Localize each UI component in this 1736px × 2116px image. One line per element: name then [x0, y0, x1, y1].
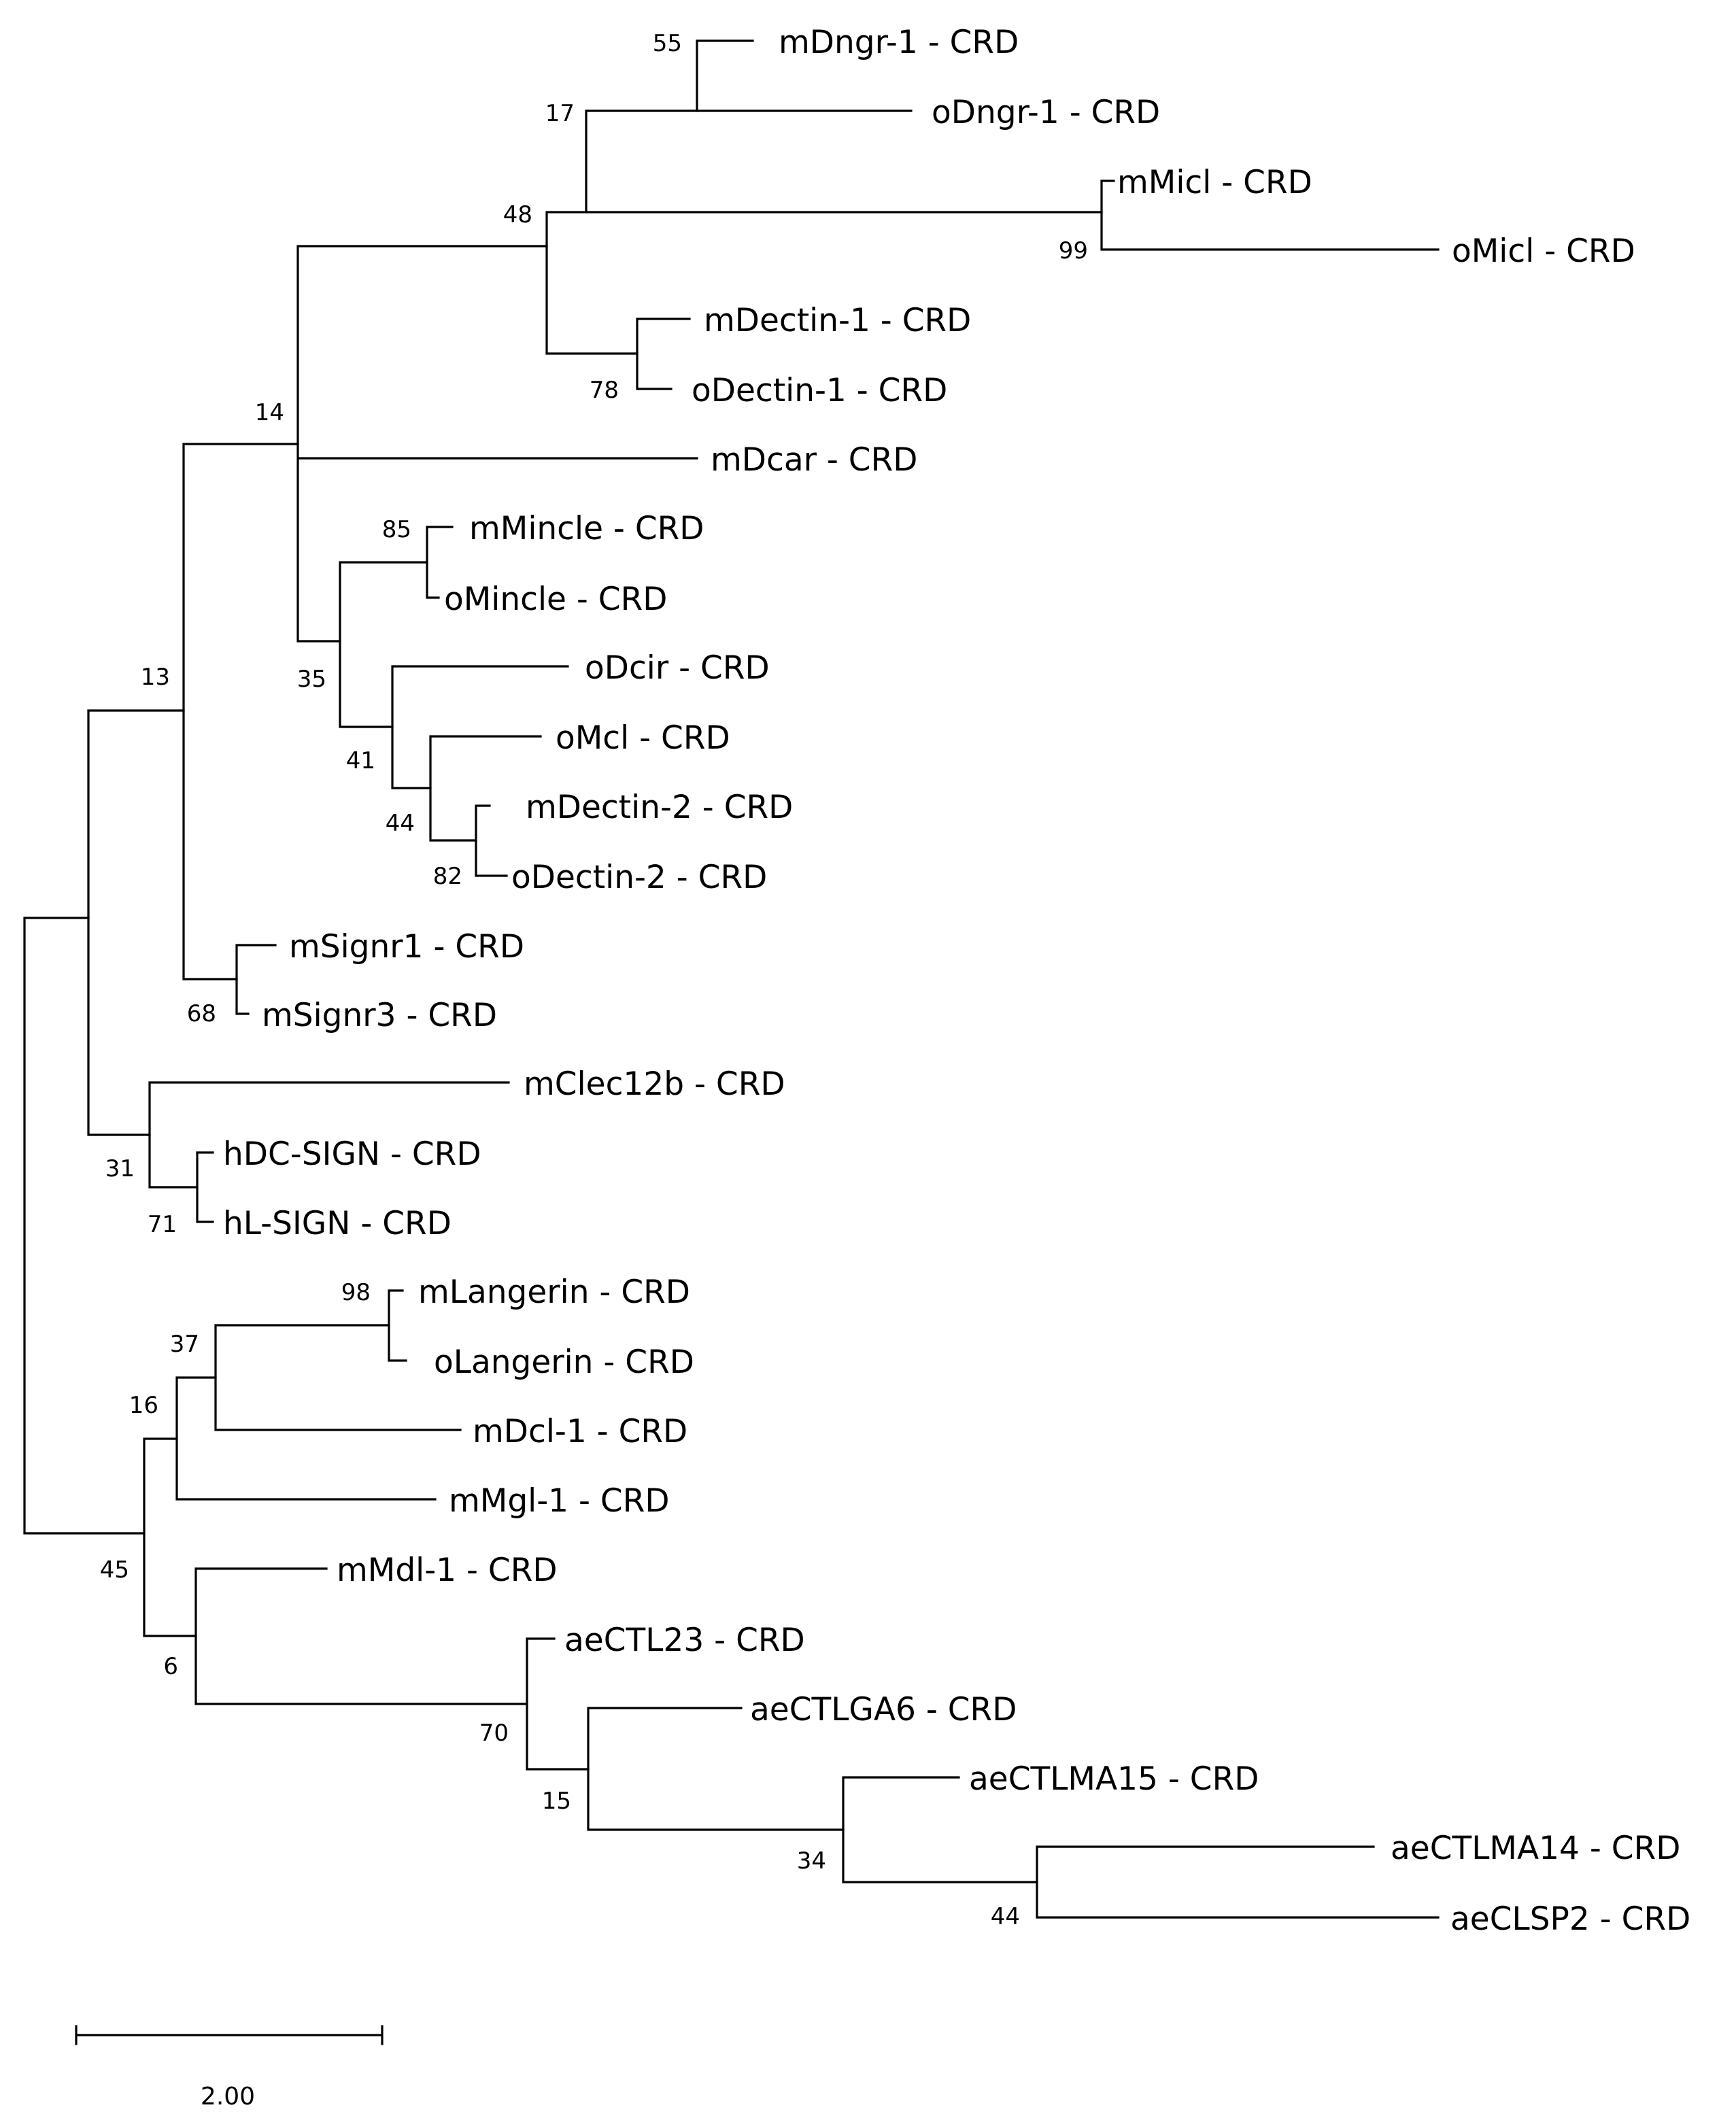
leaf-label: mMgl-1 - CRD — [449, 1482, 670, 1520]
bootstrap-value: 85 — [382, 516, 411, 543]
branch-dectin1-clade — [636, 318, 691, 390]
bootstrap-value: 99 — [1059, 237, 1088, 264]
bootstrap-value: 34 — [797, 1847, 826, 1875]
leaf-label: mDngr-1 - CRD — [779, 24, 1019, 61]
branch-dngr-dectin1 — [545, 211, 639, 355]
bootstrap-value: 44 — [991, 1903, 1020, 1930]
branch-sign-clade — [196, 1151, 214, 1223]
branch-langerin-dcl — [214, 1324, 462, 1431]
bootstrap-value: 15 — [542, 1788, 571, 1815]
leaf-label: oLangerin - CRD — [434, 1344, 694, 1381]
leaf-label: oDectin-2 - CRD — [511, 859, 767, 896]
branch-dcir-clade — [391, 665, 569, 789]
bootstrap-value: 44 — [386, 810, 415, 837]
branch-mcl-dectin2 — [429, 735, 542, 842]
bootstrap-labels: 55 17 99 48 78 14 85 35 41 44 82 68 13 3… — [100, 30, 1088, 1930]
branch-micl-clade — [1100, 180, 1440, 251]
leaf-label: oMincle - CRD — [444, 581, 667, 618]
leaf-label: hL-SIGN - CRD — [223, 1205, 452, 1242]
branch-dngr-micl — [585, 109, 1103, 214]
bootstrap-value: 16 — [129, 1392, 158, 1419]
branch-ae-ma14-clade — [1036, 1845, 1440, 1919]
bootstrap-value: 35 — [297, 666, 326, 693]
leaf-label: mDectin-2 - CRD — [526, 789, 793, 826]
bootstrap-value: 13 — [141, 664, 170, 691]
bootstrap-value: 14 — [255, 399, 284, 426]
leaf-label: mDectin-1 - CRD — [704, 302, 971, 339]
bootstrap-value: 45 — [100, 1556, 129, 1584]
scale-bar-label: 2.00 — [201, 2083, 255, 2111]
leaf-label: mSignr1 - CRD — [289, 928, 524, 966]
leaf-label: hDC-SIGN - CRD — [223, 1136, 481, 1173]
bootstrap-value: 78 — [590, 377, 619, 404]
bootstrap-value: 82 — [433, 863, 462, 890]
leaf-label: mDcar - CRD — [711, 441, 917, 479]
leaf-label: aeCTLMA14 - CRD — [1391, 1830, 1680, 1867]
leaf-label: mMdl-1 - CRD — [337, 1552, 558, 1589]
leaf-label: oMcl - CRD — [556, 719, 730, 757]
bootstrap-value: 17 — [545, 100, 575, 127]
leaf-label: aeCTLMA15 - CRD — [969, 1760, 1259, 1798]
bootstrap-value: 41 — [346, 747, 375, 774]
branch-dngr-clade — [696, 39, 913, 112]
leaf-label: aeCTL23 - CRD — [564, 1622, 805, 1659]
leaf-label: mMicl - CRD — [1117, 164, 1312, 201]
leaf-label: aeCLSP2 - CRD — [1450, 1900, 1690, 1938]
leaf-label: oDcir - CRD — [585, 649, 770, 687]
bootstrap-value: 55 — [653, 30, 682, 57]
tree-branches — [23, 39, 1440, 1919]
bootstrap-value: 31 — [105, 1155, 135, 1182]
leaf-label: aeCTLGA6 - CRD — [750, 1691, 1017, 1728]
bootstrap-value: 6 — [163, 1653, 178, 1680]
leaf-label: mDcl-1 - CRD — [473, 1413, 687, 1450]
branch-root — [23, 917, 146, 1535]
scale-bar: 2.00 — [75, 2025, 384, 2111]
branch-main-clade — [87, 709, 185, 1136]
branch-upper-signr — [182, 443, 299, 980]
leaf-label: mSignr3 - CRD — [262, 997, 497, 1034]
leaf-label: mMincle - CRD — [469, 510, 704, 547]
bootstrap-value: 68 — [187, 1000, 216, 1027]
branch-mincle-dcir — [339, 561, 428, 728]
scale-bar-line — [75, 2025, 384, 2045]
branch-dectin2-clade — [475, 804, 508, 877]
leaf-label: oMicl - CRD — [1452, 233, 1635, 270]
bootstrap-value: 98 — [341, 1279, 371, 1306]
branch-langerin-clade — [388, 1289, 407, 1362]
leaf-label: mLangerin - CRD — [418, 1274, 690, 1311]
branch-lower-clade — [143, 1437, 197, 1637]
leaf-label: mClec12b - CRD — [524, 1065, 785, 1103]
bootstrap-value: 37 — [170, 1331, 199, 1358]
leaf-labels: mDngr-1 - CRD oDngr-1 - CRD mMicl - CRD … — [223, 24, 1690, 1938]
bootstrap-value: 70 — [479, 1720, 509, 1747]
bootstrap-value: 48 — [503, 201, 532, 228]
bootstrap-value: 71 — [148, 1211, 177, 1238]
leaf-label: oDectin-1 - CRD — [692, 372, 947, 409]
leaf-label: oDngr-1 - CRD — [932, 94, 1160, 131]
